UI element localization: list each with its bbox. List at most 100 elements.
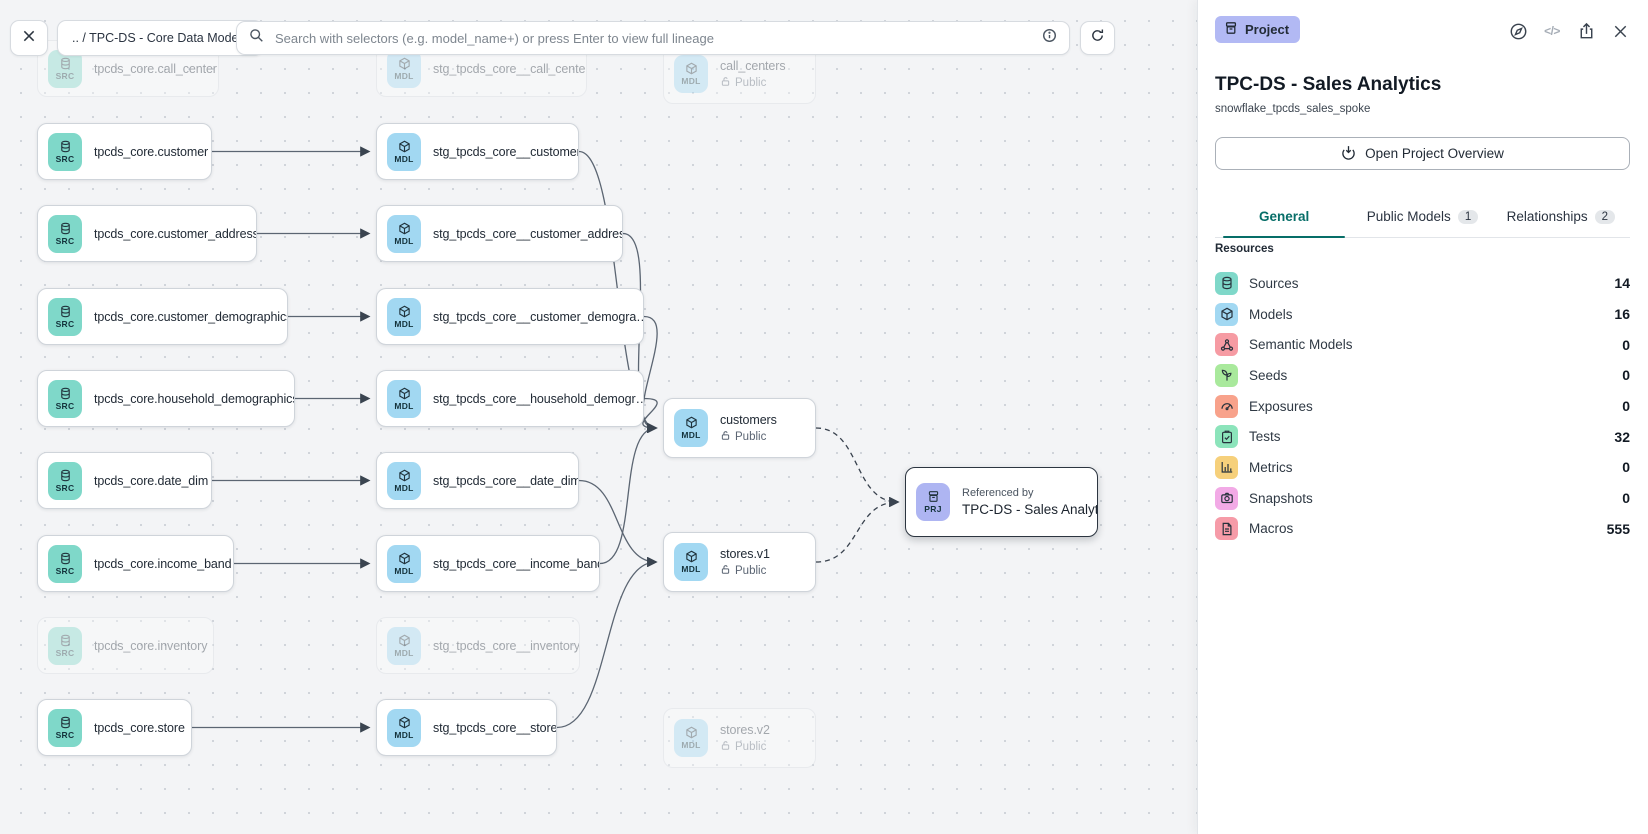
lineage-search[interactable] <box>236 21 1070 55</box>
breadcrumb-label: .. / TPC-DS - Core Data Models <box>72 31 248 45</box>
graph-node-s4[interactable]: SRC tpcds_core.customer_demographics <box>37 288 288 345</box>
resource-label: Metrics <box>1249 459 1293 475</box>
resource-count: 0 <box>1622 490 1630 507</box>
resource-row-snapshots[interactable]: Snapshots 0 <box>1215 483 1630 514</box>
edge-p2-prj <box>815 427 900 508</box>
unlock-icon <box>720 430 731 444</box>
code-icon[interactable]: </> <box>1544 24 1560 38</box>
graph-node-m3[interactable]: MDL stg_tpcds_core__customer_address <box>376 205 623 262</box>
node-label: tpcds_core.customer_demographics <box>94 309 288 324</box>
graph-node-s9[interactable]: SRC tpcds_core.store <box>37 699 192 756</box>
info-icon[interactable] <box>1042 28 1057 48</box>
mdl-badge: MDL <box>387 379 421 418</box>
node-label: tpcds_core.date_dim <box>94 473 209 488</box>
mdl-badge: MDL <box>387 297 421 336</box>
close-panel-icon[interactable] <box>1610 21 1630 41</box>
seed-icon <box>1215 363 1238 387</box>
resource-label: Seeds <box>1249 367 1288 383</box>
resource-label: Exposures <box>1249 398 1313 414</box>
resource-count: 0 <box>1622 459 1630 476</box>
graph-node-m4[interactable]: MDL stg_tpcds_core__customer_demogra… <box>376 288 644 345</box>
mdl-badge: MDL <box>387 214 421 253</box>
edge-p3-prj <box>815 496 900 563</box>
node-label: tpcds_core.store <box>94 720 185 735</box>
graph-node-m6[interactable]: MDL stg_tpcds_core__date_dim <box>376 452 579 509</box>
clipboard-check-icon <box>1215 425 1238 449</box>
src-badge: SRC <box>48 379 82 418</box>
unlock-icon <box>720 564 731 578</box>
resources-section-title: Resources <box>1215 243 1274 255</box>
breadcrumb[interactable]: .. / TPC-DS - Core Data Models <box>57 20 263 56</box>
unlock-icon <box>720 76 731 90</box>
resource-row-seeds[interactable]: Seeds 0 <box>1215 360 1630 391</box>
search-input[interactable] <box>273 29 1033 47</box>
open-project-overview-button[interactable]: Open Project Overview <box>1215 137 1630 170</box>
unlock-icon <box>720 740 731 754</box>
project-identifier: snowflake_tpcds_sales_spoke <box>1215 103 1371 115</box>
explore-compass-icon[interactable] <box>1508 21 1528 41</box>
node-label: tpcds_core.call_center <box>94 61 217 76</box>
prj-badge: PRJ <box>916 483 950 521</box>
camera-icon <box>1215 486 1238 510</box>
panel-actions: </> <box>1508 21 1630 41</box>
resource-label: Tests <box>1249 429 1281 445</box>
resource-type-label: Project <box>1245 22 1290 37</box>
tab-count-badge: 1 <box>1457 209 1479 224</box>
refresh-button[interactable] <box>1080 21 1115 55</box>
node-label: stg_tpcds_core__customer <box>433 144 579 159</box>
tab-count-badge: 2 <box>1594 209 1616 224</box>
resource-row-exposures[interactable]: Exposures 0 <box>1215 391 1630 422</box>
mdl-badge: MDL <box>674 543 708 581</box>
page-title: TPC-DS - Sales Analytics <box>1215 74 1442 95</box>
node-label: stores.v1 <box>720 546 770 561</box>
mdl-badge: MDL <box>674 719 708 757</box>
node-label: call_centers <box>720 58 786 73</box>
resource-count: 0 <box>1622 367 1630 384</box>
node-label: TPC-DS - Sales Analytics <box>962 502 1098 517</box>
share-icon[interactable] <box>1576 21 1596 41</box>
close-icon <box>22 29 36 48</box>
src-badge: SRC <box>48 297 82 336</box>
edge-m4-p2 <box>642 315 658 434</box>
src-badge: SRC <box>48 708 82 747</box>
node-label: stg_tpcds_core__call_center <box>433 61 587 76</box>
resource-label: Models <box>1249 306 1293 322</box>
semantic-icon <box>1215 333 1238 357</box>
mdl-badge: MDL <box>387 461 421 500</box>
resource-count: 14 <box>1614 275 1630 292</box>
resource-count: 0 <box>1622 398 1630 415</box>
node-label: stg_tpcds_core__income_band <box>433 556 600 571</box>
node-label: stg_tpcds_core__customer_address <box>433 226 623 241</box>
close-lineage-button[interactable] <box>10 20 48 56</box>
resource-row-metrics[interactable]: Metrics 0 <box>1215 452 1630 483</box>
src-badge: SRC <box>48 626 82 665</box>
tab-general[interactable]: General <box>1215 196 1353 238</box>
node-label: stg_tpcds_core__date_dim <box>433 473 579 488</box>
node-label: stg_tpcds_core__customer_demogra… <box>433 309 644 324</box>
resource-label: Snapshots <box>1249 490 1313 506</box>
